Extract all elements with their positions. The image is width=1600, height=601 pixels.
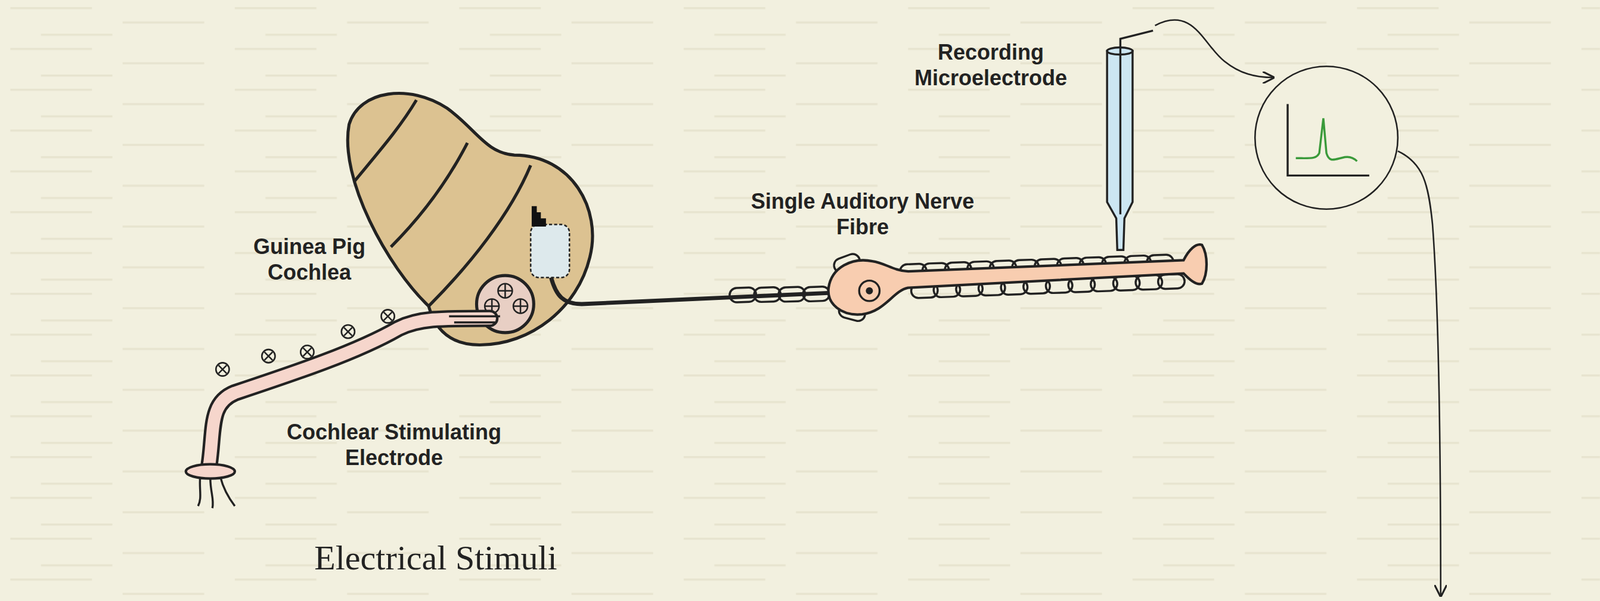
part-label: Guinea Pig Cochlea: [234, 233, 384, 285]
part-label: Recording Microelectrode: [889, 39, 1093, 91]
neuron: [828, 244, 1207, 315]
nerve-fibre-line: [550, 277, 832, 304]
cochlea: [347, 93, 593, 346]
part-label: Single Auditory Nerve Fibre: [749, 188, 976, 240]
myelin-segment: [754, 286, 781, 302]
caption: Electrical Stimuli: [314, 537, 558, 578]
stimulating-electrode: [185, 309, 501, 508]
myelin-segment: [802, 286, 830, 302]
myelin-segment: [729, 287, 757, 303]
myelin-segment: [1157, 273, 1185, 289]
recording-microelectrode: [1107, 19, 1274, 250]
myelin-segment: [778, 286, 806, 302]
part-label: Cochlear Stimulating Electrode: [262, 419, 526, 471]
recording-trace: [1254, 66, 1441, 596]
